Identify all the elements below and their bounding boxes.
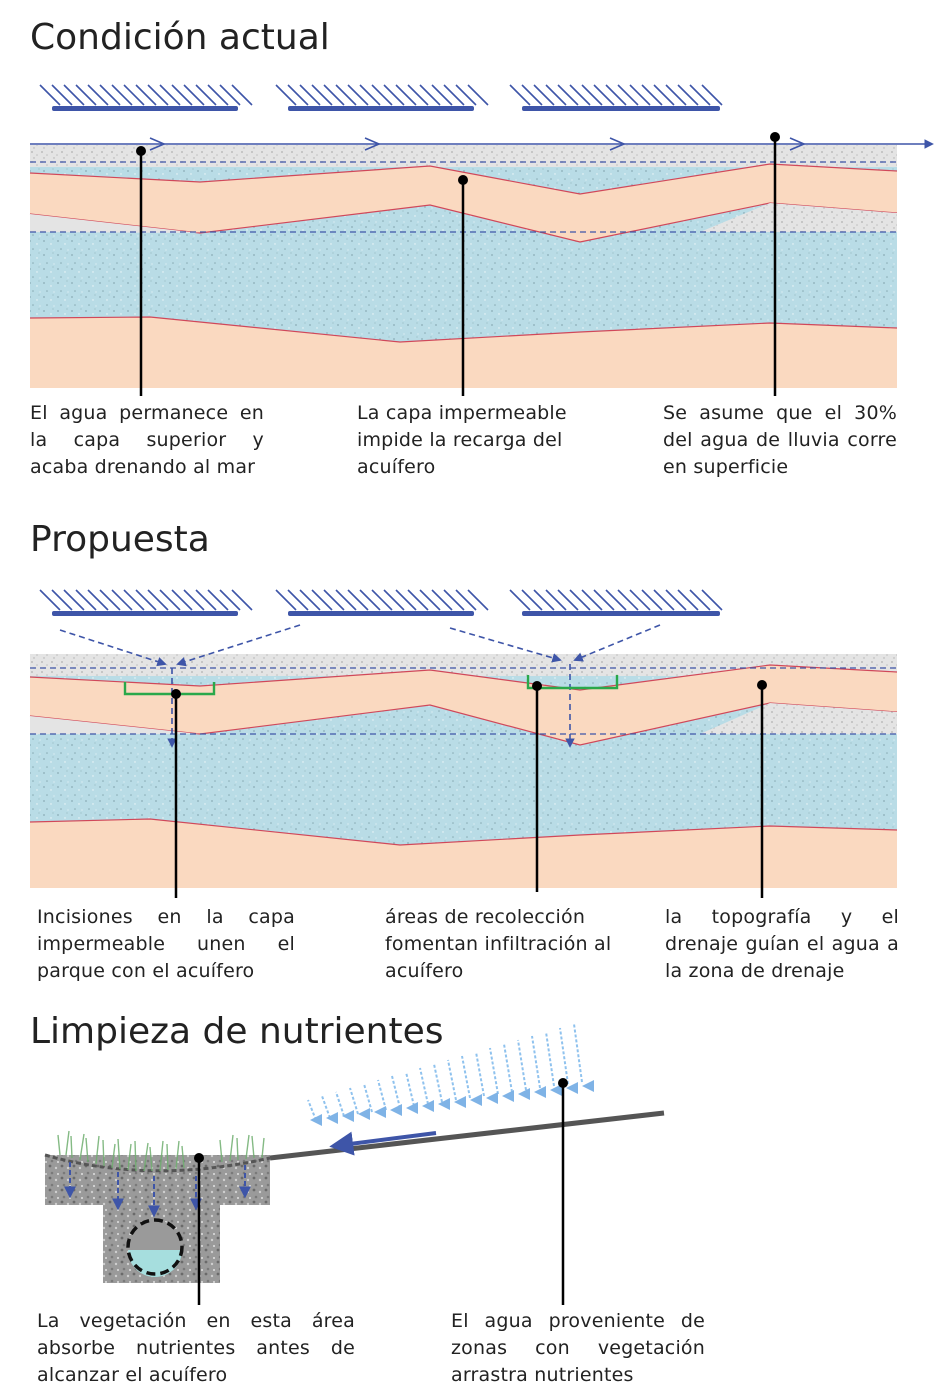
title-nutrients: Limpieza de nutrientes — [30, 1011, 444, 1052]
rain-arrows-icon-proposal — [39, 589, 723, 611]
callout-nutrients-1: La vegetación en esta área absorbe nutri… — [37, 1310, 355, 1386]
leaders-nutrients — [197, 1083, 565, 1305]
runoff-triangles — [310, 1080, 594, 1126]
title-proposal: Propuesta — [30, 519, 210, 560]
converging-flow-arrows — [59, 624, 661, 748]
callout-proposal-1: Incisiones en la capa impermeable unen e… — [37, 906, 295, 982]
infiltration-arrows — [64, 1162, 251, 1218]
rain-arrows-icon — [39, 84, 723, 106]
callout-nutrients-2: El agua proveniente de zonas con vegetac… — [451, 1310, 705, 1386]
collector-bracket — [123, 675, 619, 696]
leaders-current — [139, 137, 777, 396]
runoff-arrow-icon — [329, 1131, 437, 1156]
callout-dot-icon-proposal — [171, 680, 767, 699]
callout-current-3: Se asume que el 30% del agua de lluvia c… — [663, 402, 897, 478]
rain-arrowheads — [52, 106, 720, 111]
callout-current-2: La capa impermeable impide la recarga de… — [357, 402, 567, 478]
grass-icon — [57, 1130, 265, 1172]
proposal-cross-section — [29, 654, 898, 888]
callout-proposal-2: áreas de recolección fomentan infiltraci… — [385, 906, 612, 982]
pipe-icon — [126, 1218, 184, 1277]
title-current: Condición actual — [30, 17, 330, 58]
callout-dot-icon-nutrients — [194, 1078, 568, 1163]
callout-dot-icon — [136, 132, 780, 185]
callout-proposal-3: la topografía y el drenaje guían el agua… — [665, 906, 899, 982]
leaders-proposal — [174, 685, 764, 898]
callout-current-1: El agua permanece en la capa superior y … — [30, 402, 264, 478]
light-rain-arrows — [307, 1023, 583, 1121]
rain-arrowheads-proposal — [52, 611, 720, 616]
